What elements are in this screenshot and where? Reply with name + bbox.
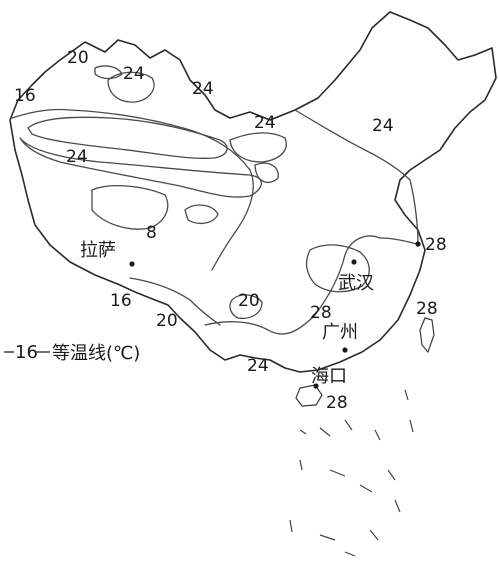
isotherm-28-central: [305, 244, 370, 293]
wuhan-dot: [351, 259, 357, 265]
isotherm-label: 20: [238, 291, 260, 311]
city-label-lhasa: 拉萨: [80, 240, 116, 261]
isotherm-label: 28: [310, 303, 332, 323]
isotherm-24-south: [204, 235, 381, 335]
isotherm-20-top: [94, 65, 123, 80]
city-label-haikou: 海口: [311, 366, 347, 387]
isotherm-label: 20: [156, 311, 178, 331]
isotherm-label: 24: [66, 147, 88, 167]
isotherm-24-central: [229, 132, 287, 163]
isotherm-label: 8: [146, 223, 157, 243]
isotherm-24-inner-loop: [27, 116, 228, 159]
hainan-island: [295, 384, 323, 407]
isotherm-label: 16: [14, 86, 36, 106]
isotherm-16-south: [129, 277, 191, 301]
isotherm-small-loop: [184, 204, 219, 225]
city-label-guangzhou: 广州: [322, 322, 358, 343]
taiwan-island: [419, 317, 435, 354]
lhasa-dot: [129, 261, 135, 267]
south-sea-islands: [289, 389, 414, 557]
legend-text: 等温线(℃): [52, 343, 140, 364]
china-border: [9, 11, 497, 373]
isotherm-24-junggar: [107, 71, 155, 103]
isotherm-label: 28: [326, 393, 348, 413]
isotherm-label: 24: [247, 356, 269, 376]
isotherm-label: 24: [123, 64, 145, 84]
legend-symbol-value: 16: [15, 342, 38, 363]
isotherm-label: 24: [192, 79, 214, 99]
isotherm-plateau-loop: [91, 185, 169, 230]
isotherm-16-west: [11, 108, 254, 271]
isotherm-24-outer-loop: [19, 137, 262, 198]
legend: 16 等温线(℃): [4, 342, 140, 364]
isotherm-label: 16: [110, 291, 132, 311]
isotherm-label: 24: [372, 116, 394, 136]
isotherm-label: 28: [416, 299, 438, 319]
isotherm-20-sichuan: [229, 294, 263, 320]
guangzhou-dot: [342, 347, 348, 353]
isotherm-24-northeast: [294, 109, 419, 246]
isotherm-label: 28: [425, 235, 447, 255]
isotherm-label: 20: [67, 48, 89, 68]
haikou-dot: [313, 383, 319, 389]
isotherm-20-southwest: [189, 299, 221, 326]
east-coast-dot: [415, 241, 421, 247]
isotherm-24-basin: [254, 162, 279, 184]
isotherm-label: 24: [254, 113, 276, 133]
city-label-wuhan: 武汉: [338, 273, 374, 294]
isotherm-28-east: [379, 237, 421, 246]
